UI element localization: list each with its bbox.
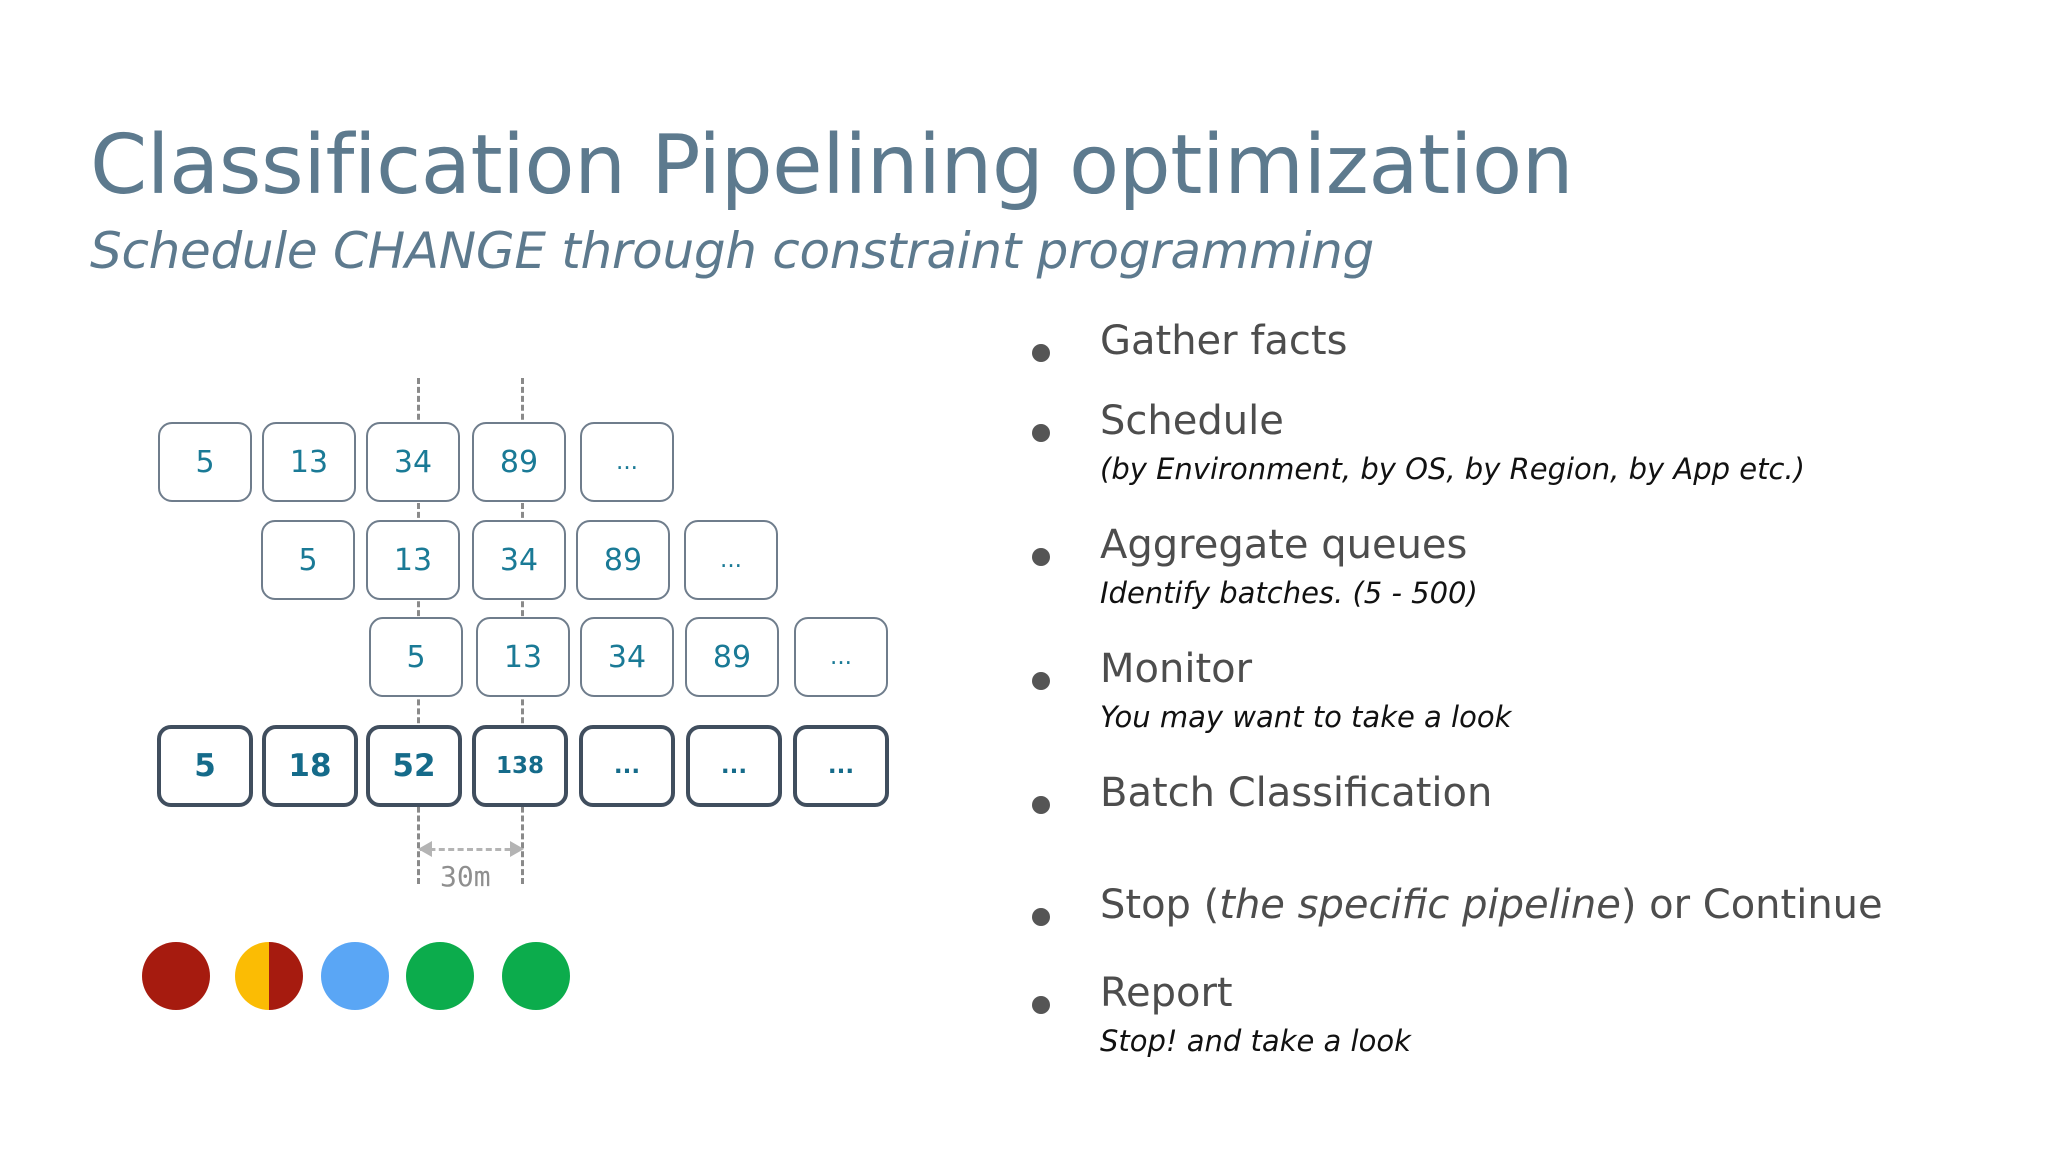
step-note: (by Environment, by OS, by Region, by Ap… <box>1100 452 1805 486</box>
step-label: Schedule <box>1100 398 1284 444</box>
bullet-icon <box>1032 424 1050 442</box>
total-box: ... <box>793 725 889 807</box>
step-label: Report <box>1100 970 1233 1016</box>
bullet-icon <box>1032 996 1050 1014</box>
arrow-right-icon <box>510 841 524 857</box>
queue-box: 13 <box>262 422 356 502</box>
queue-box: ... <box>684 520 778 600</box>
queue-box: 13 <box>476 617 570 697</box>
queue-box: ... <box>580 422 674 502</box>
arrow-left-icon <box>418 841 432 857</box>
queue-box: 5 <box>369 617 463 697</box>
slide-title: Classification Pipelining optimization <box>90 118 1574 213</box>
total-box: 18 <box>262 725 358 807</box>
bullet-icon <box>1032 672 1050 690</box>
total-box: ... <box>579 725 675 807</box>
status-dot-blue <box>321 942 389 1010</box>
slide-subtitle: Schedule CHANGE through constraint progr… <box>90 222 1374 280</box>
total-box: ... <box>686 725 782 807</box>
step-note: Stop! and take a look <box>1100 1024 1411 1058</box>
queue-box: 89 <box>685 617 779 697</box>
status-dot-red <box>142 942 210 1010</box>
status-dot-green <box>406 942 474 1010</box>
step-label: Monitor <box>1100 646 1253 692</box>
total-box: 138 <box>472 725 568 807</box>
interval-dimension-line <box>420 848 520 851</box>
bullet-icon <box>1032 908 1050 926</box>
queue-box: 34 <box>580 617 674 697</box>
queue-box: 89 <box>472 422 566 502</box>
queue-box: 5 <box>261 520 355 600</box>
step-label: Batch Classification <box>1100 770 1493 816</box>
step-note: You may want to take a look <box>1100 700 1512 734</box>
step-label-emphasis: the specific pipeline <box>1219 882 1621 928</box>
total-box: 5 <box>157 725 253 807</box>
interval-label: 30m <box>440 860 491 893</box>
queue-box: 5 <box>158 422 252 502</box>
step-label: Gather facts <box>1100 318 1348 364</box>
queue-box: 13 <box>366 520 460 600</box>
step-label-part: Stop ( <box>1100 882 1220 928</box>
queue-box: 34 <box>472 520 566 600</box>
bullet-icon <box>1032 548 1050 566</box>
bullet-icon <box>1032 796 1050 814</box>
queue-box: 89 <box>576 520 670 600</box>
queue-box: 34 <box>366 422 460 502</box>
queue-box: ... <box>794 617 888 697</box>
status-dot-yellow-red <box>235 942 303 1010</box>
step-note: Identify batches. (5 - 500) <box>1100 576 1478 610</box>
status-dot-green <box>502 942 570 1010</box>
step-label: Aggregate queues <box>1100 522 1468 568</box>
step-label: Stop (the specific pipeline) or Continue <box>1100 882 1883 928</box>
step-label-part: ) or Continue <box>1620 882 1883 928</box>
total-box: 52 <box>366 725 462 807</box>
bullet-icon <box>1032 344 1050 362</box>
